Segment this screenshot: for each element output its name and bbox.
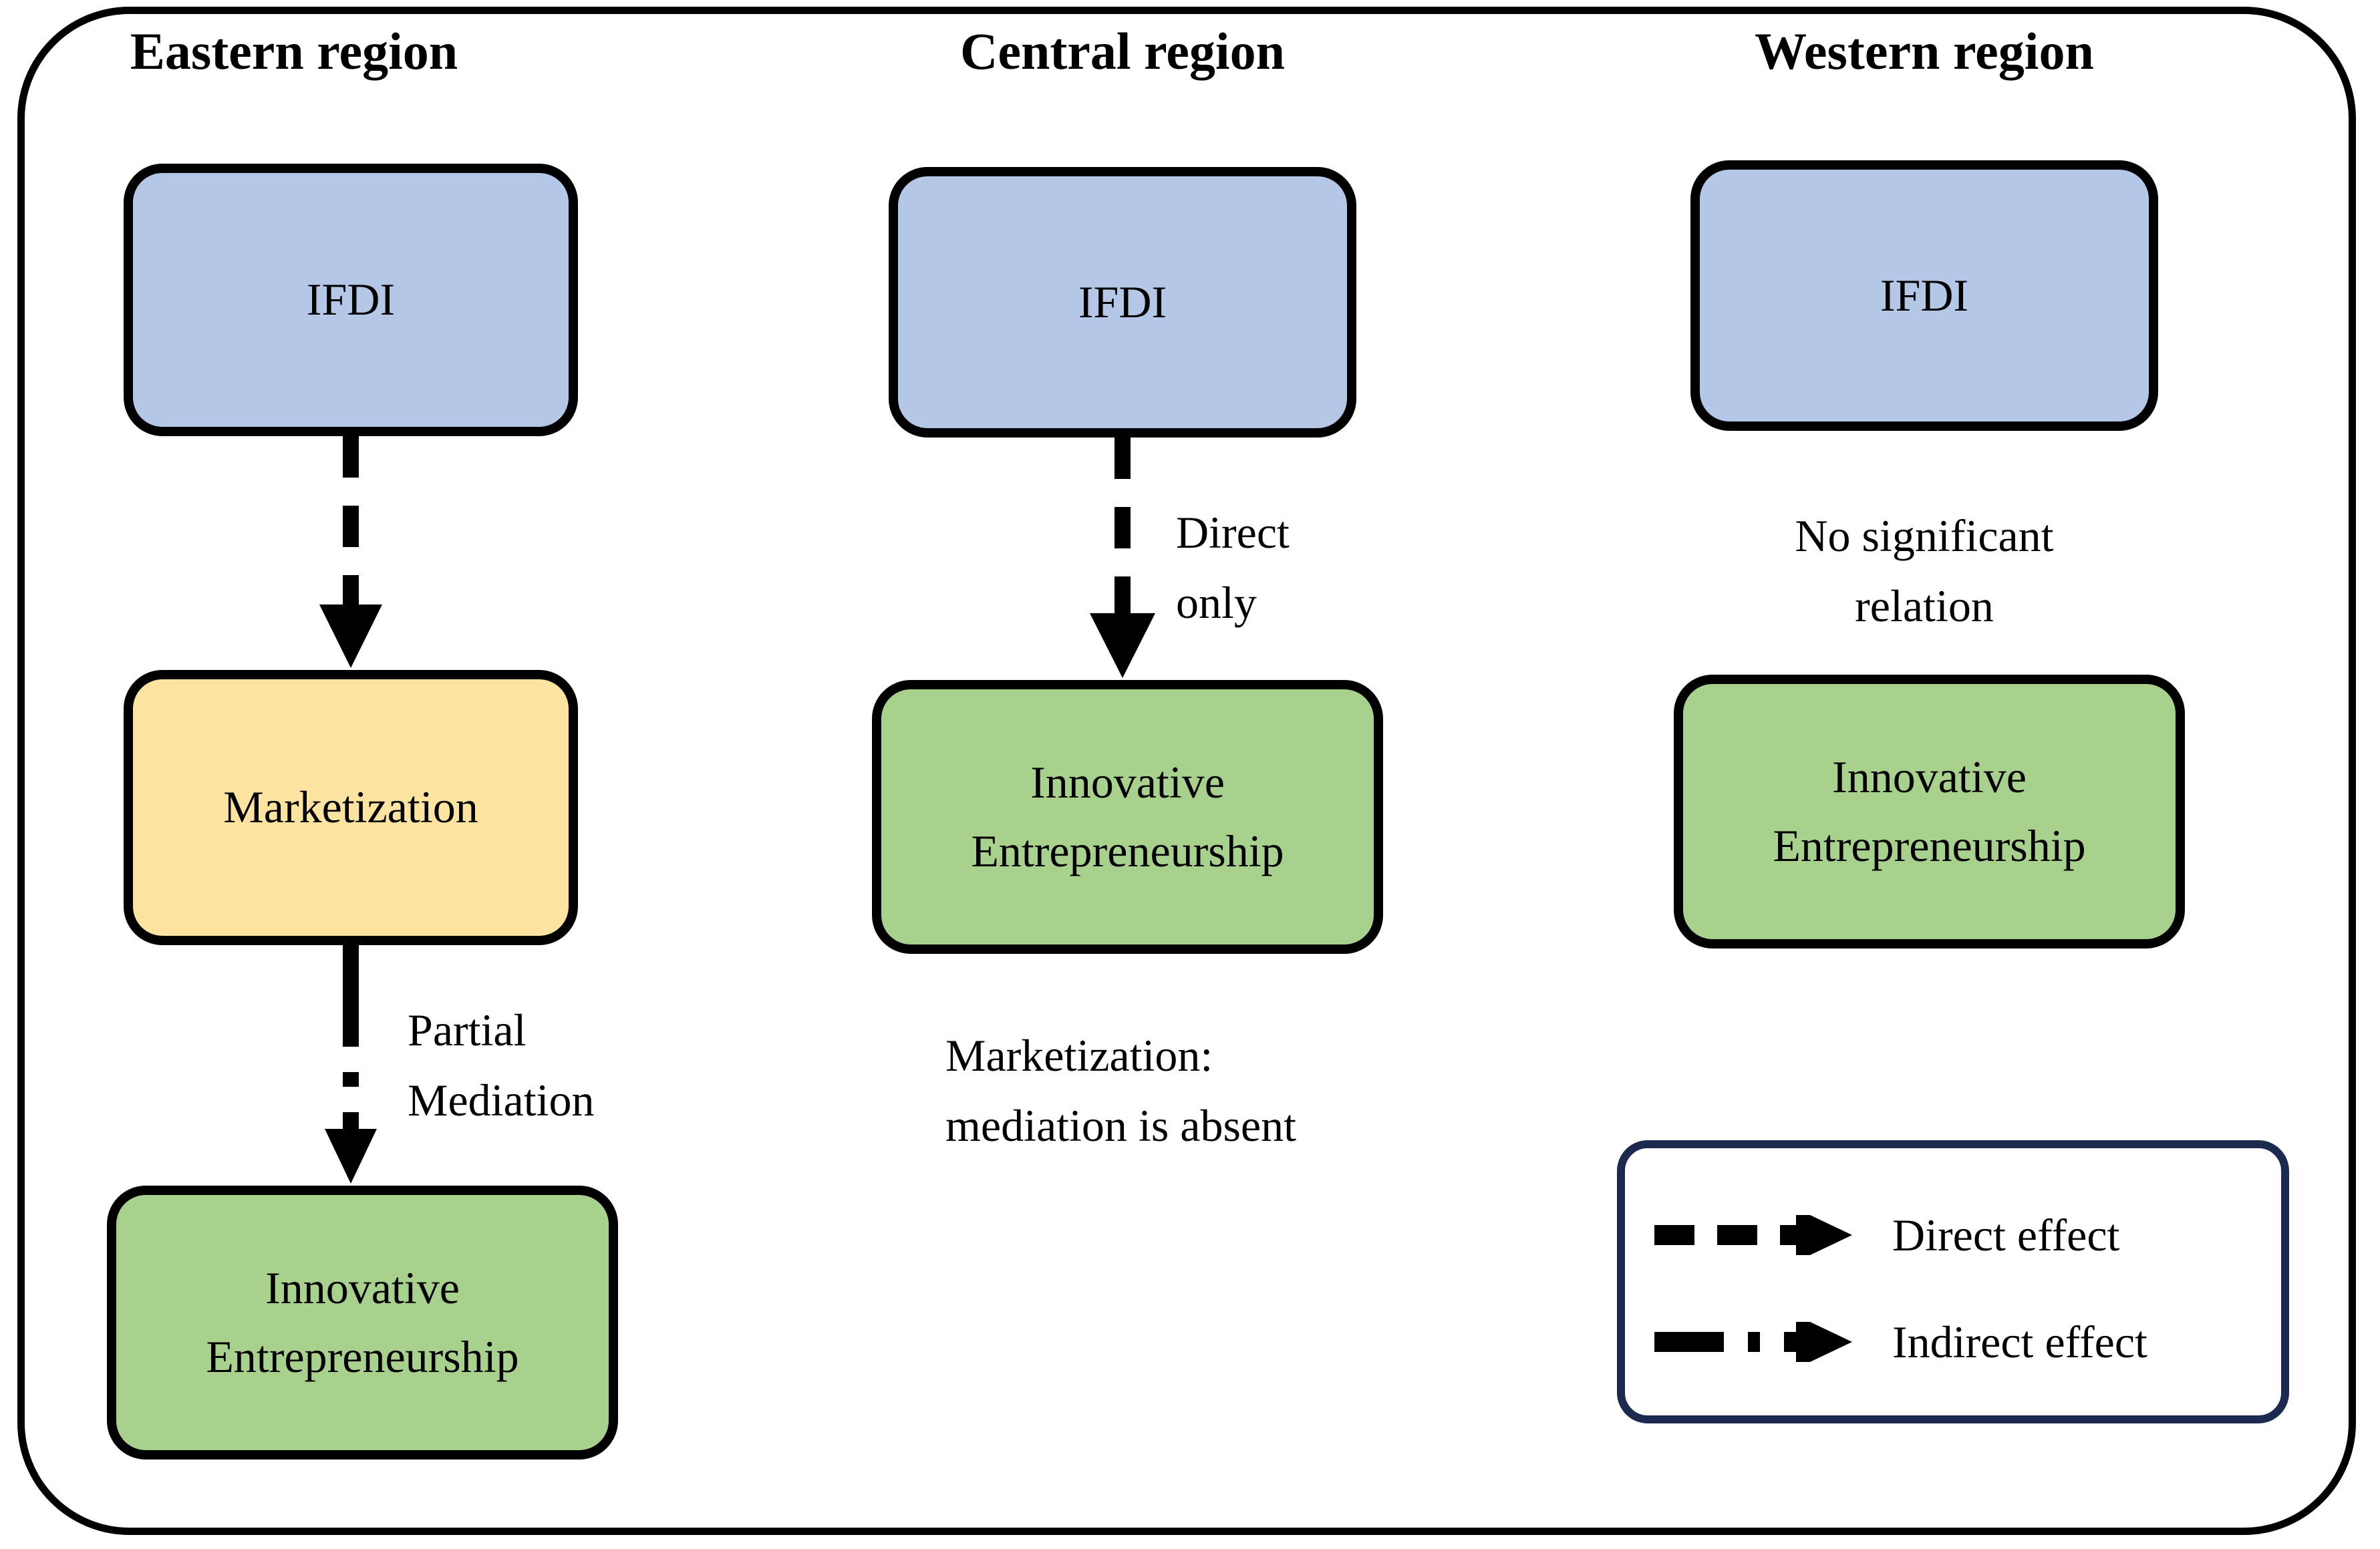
legend-item-direct-effect: Direct effect — [1625, 1202, 2281, 1268]
node-western-ifdi[interactable]: IFDI — [1690, 160, 2158, 431]
edge-label-direct-only: Direct only — [1176, 498, 1290, 639]
note-line-2: relation — [1855, 580, 1994, 632]
note-western-no-significant-relation: No significant relation — [1710, 501, 2138, 642]
dash-dot-arrow-icon — [1652, 1315, 1872, 1369]
edge-label-line-2: Mediation — [408, 1075, 595, 1126]
node-label-line-2: Entrepreneurship — [971, 826, 1284, 876]
outer-frame — [17, 7, 2356, 1535]
note-line-1: Marketization: — [945, 1030, 1213, 1081]
dashed-arrow-icon — [1652, 1208, 1872, 1262]
region-title-central: Central region — [960, 22, 1285, 80]
node-label: IFDI — [1880, 269, 1969, 321]
node-eastern-marketization[interactable]: Marketization — [124, 670, 578, 945]
edge-label-line-2: only — [1176, 577, 1257, 629]
node-label-line-1: Innovative — [1030, 756, 1225, 808]
note-central-marketization-absent: Marketization: mediation is absent — [945, 1021, 1296, 1162]
edge-label-line-1: Partial — [408, 1005, 527, 1055]
legend-label-direct-effect: Direct effect — [1892, 1209, 2120, 1260]
node-label-line-2: Entrepreneurship — [206, 1331, 519, 1382]
node-eastern-innovative-entrepreneurship[interactable]: Innovative Entrepreneurship — [107, 1186, 618, 1459]
legend-panel: Direct effect Indirect effect — [1617, 1140, 2289, 1423]
node-label-line-1: Innovative — [1832, 751, 2027, 802]
node-central-ifdi[interactable]: IFDI — [889, 167, 1356, 438]
edge-label-line-1: Direct — [1176, 507, 1290, 558]
node-eastern-ifdi[interactable]: IFDI — [124, 164, 578, 436]
node-label: IFDI — [1078, 276, 1167, 327]
node-label-line-1: Innovative — [265, 1262, 460, 1313]
node-label: Marketization — [223, 782, 478, 833]
legend-item-indirect-effect: Indirect effect — [1625, 1309, 2281, 1375]
note-line-1: No significant — [1795, 510, 2054, 561]
node-label: IFDI — [306, 274, 396, 325]
node-central-innovative-entrepreneurship[interactable]: Innovative Entrepreneurship — [872, 680, 1383, 954]
legend-label-indirect-effect: Indirect effect — [1892, 1316, 2147, 1367]
edge-label-partial-mediation: Partial Mediation — [408, 995, 595, 1136]
note-line-2: mediation is absent — [945, 1100, 1297, 1152]
region-title-western: Western region — [1755, 22, 2094, 80]
region-title-eastern: Eastern region — [130, 22, 458, 80]
node-western-innovative-entrepreneurship[interactable]: Innovative Entrepreneurship — [1674, 675, 2185, 949]
node-label-line-2: Entrepreneurship — [1773, 820, 2086, 871]
